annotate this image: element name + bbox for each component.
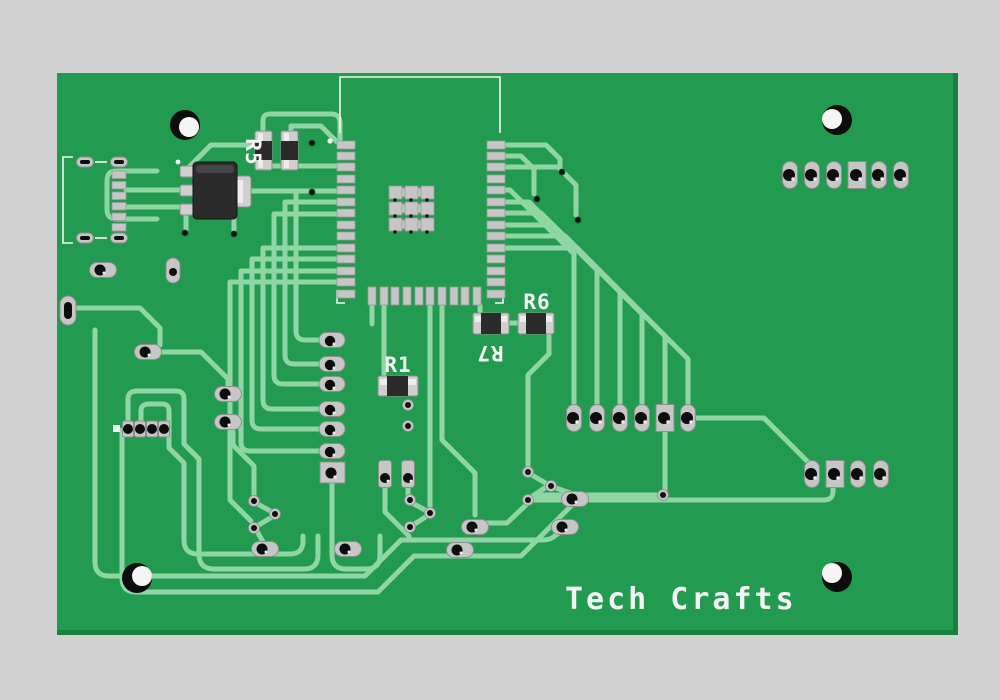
usb-smd-pads	[111, 170, 127, 232]
designator-r5: R5	[241, 138, 265, 165]
pin1-dot-regulator	[175, 159, 181, 165]
ic-footprint	[336, 140, 506, 306]
copper-trace	[293, 188, 340, 343]
pad-square-bottom	[319, 461, 346, 484]
pad	[446, 542, 474, 558]
copper-trace	[271, 211, 340, 387]
ic-right-pads	[486, 140, 506, 299]
copper-trace	[502, 187, 577, 407]
copper-trace	[528, 484, 836, 503]
copper-trace	[238, 268, 340, 454]
copper-trace	[254, 514, 275, 529]
copper-trace	[230, 429, 257, 500]
designator-r6: R6	[523, 290, 550, 314]
copper-trace	[502, 164, 579, 218]
pad	[461, 519, 489, 535]
chip-resistor	[254, 130, 273, 171]
ic-left-pads	[336, 140, 356, 299]
copper-trace	[185, 142, 255, 171]
pad	[214, 386, 242, 402]
copper-traces	[75, 111, 836, 595]
ic-courtyard-outline	[339, 76, 501, 133]
regulator-sot223	[179, 161, 252, 220]
pad	[89, 262, 117, 278]
copper-trace	[75, 305, 163, 348]
pad	[378, 460, 392, 488]
copper-trace	[439, 303, 478, 518]
resistor-pair-r5	[254, 130, 299, 171]
copper-trace	[254, 528, 266, 545]
pad	[134, 344, 162, 360]
chip-resistor	[280, 130, 299, 171]
copper-trace	[502, 142, 563, 170]
pin1-dot-ic	[327, 138, 333, 144]
pad	[334, 541, 362, 557]
copper-trace	[502, 153, 537, 197]
copper-trace	[382, 485, 412, 539]
copper-trace	[282, 199, 340, 367]
ic-thermal-grid	[388, 185, 435, 232]
copper-trace	[260, 245, 340, 412]
board-right-edge	[953, 73, 958, 635]
copper-trace	[692, 415, 815, 469]
ic-bottom-pads	[367, 286, 482, 306]
usb-outline	[62, 156, 73, 244]
mounting-holes	[122, 105, 852, 593]
pad	[59, 295, 77, 326]
pad	[251, 541, 279, 557]
copper-trace	[138, 401, 306, 557]
mounting-hole	[822, 105, 852, 135]
pad	[401, 460, 415, 488]
pad	[214, 414, 242, 430]
resistor-r1	[377, 375, 419, 397]
pad	[165, 257, 181, 284]
copper-trace	[157, 349, 231, 389]
pin1-square-header	[113, 425, 120, 432]
header-small-left	[122, 420, 170, 438]
usb-footprint	[76, 156, 128, 244]
designator-r1: R1	[384, 353, 411, 377]
mounting-hole	[122, 563, 152, 593]
mounting-hole	[822, 562, 852, 592]
mounting-hole	[170, 110, 200, 140]
designator-r7: R7	[476, 341, 503, 365]
board-bottom-edge	[57, 630, 958, 635]
resistor-r6	[517, 312, 555, 335]
copper-trace	[410, 513, 430, 528]
pad	[561, 491, 589, 507]
copper-trace	[502, 245, 691, 407]
copper-trace	[288, 123, 340, 145]
pad-column-left	[318, 332, 346, 484]
resistor-r7	[472, 312, 510, 335]
copper-trace	[525, 331, 552, 469]
copper-trace	[249, 256, 340, 432]
copper-trace	[125, 388, 321, 572]
brand-text: Tech Crafts	[565, 582, 797, 617]
copper-trace	[479, 500, 531, 526]
pad	[551, 519, 579, 535]
copper-trace	[92, 327, 565, 579]
ic-thermal-vias	[393, 198, 429, 234]
copper-trace	[409, 500, 430, 514]
